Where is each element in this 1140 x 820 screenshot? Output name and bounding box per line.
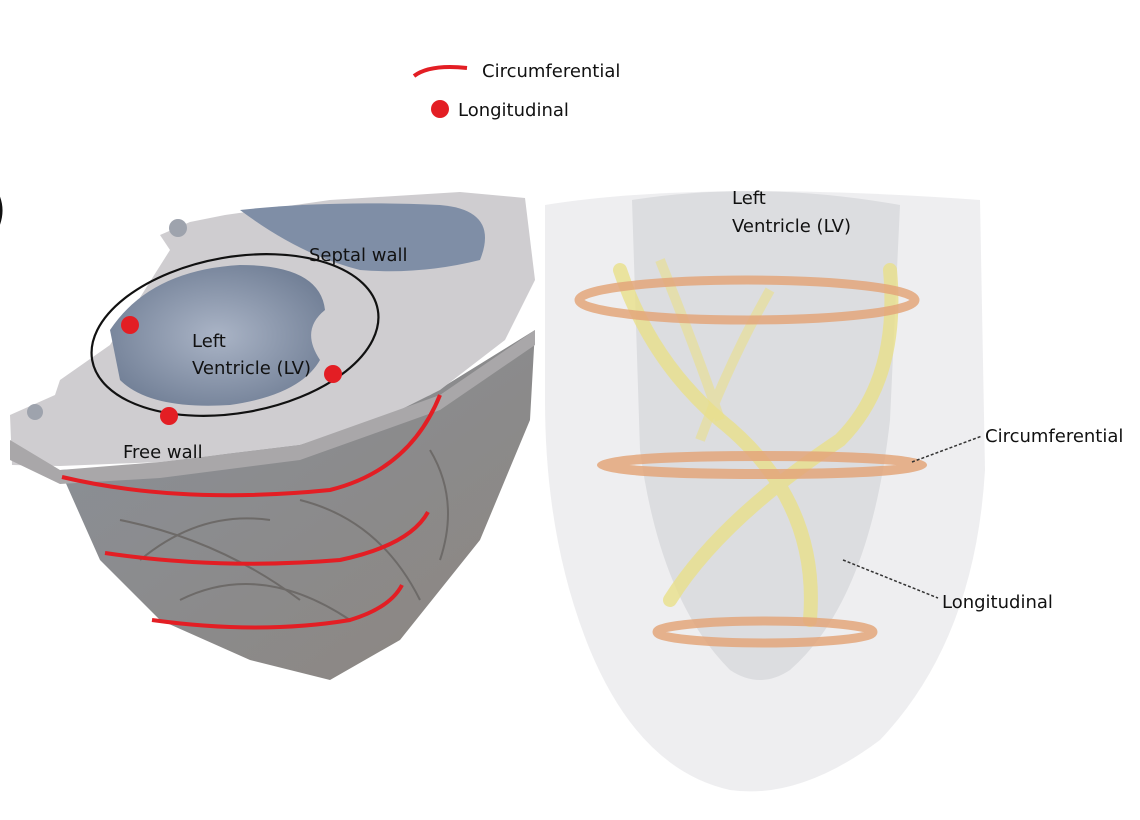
longitudinal-helix	[613, 263, 899, 627]
legend-dot-icon	[431, 100, 449, 118]
slab-edge	[10, 330, 535, 484]
legend-longitudinal-label: Longitudinal	[458, 100, 569, 121]
lv-label-line2: Ventricle (LV)	[192, 358, 311, 379]
legend: Circumferential Longitudinal	[412, 61, 620, 121]
coronary-vessels	[119, 449, 449, 621]
lv-label-line2: Ventricle (LV)	[732, 216, 851, 237]
legend-circumferential-label: Circumferential	[482, 61, 620, 82]
longitudinal-marker	[160, 407, 178, 425]
valve-hole	[169, 219, 187, 237]
lv-schematic: Left Ventricle (LV) Circumferential Long…	[545, 188, 1123, 792]
circumferential-ring	[597, 451, 927, 479]
circumferential-line	[61, 394, 442, 498]
longitudinal-label: Longitudinal	[942, 592, 1053, 613]
longitudinal-marker	[324, 365, 342, 383]
right-ventricle-cavity	[240, 203, 485, 272]
lv-label-line1: Left	[192, 331, 226, 352]
longitudinal-marker	[121, 316, 139, 334]
valve-hole	[27, 404, 43, 420]
circumferential-ring	[652, 616, 878, 648]
circumferential-line	[151, 584, 404, 630]
legend-curve-icon	[412, 65, 468, 78]
circumferential-ring	[574, 275, 920, 325]
circumferential-line	[104, 510, 430, 566]
free-wall-label: Free wall	[123, 442, 203, 463]
longitudinal-leader	[842, 559, 939, 599]
septal-wall-label: Septal wall	[309, 245, 408, 266]
lv-label-line1: Left	[732, 188, 766, 209]
lv-outline	[90, 253, 380, 417]
heart-cross-section: Septal wall Left Ventricle (LV) Free wal…	[10, 192, 535, 680]
circumferential-leader	[911, 435, 983, 463]
circumferential-label: Circumferential	[985, 426, 1123, 447]
left-ventricle-cavity	[110, 265, 325, 406]
